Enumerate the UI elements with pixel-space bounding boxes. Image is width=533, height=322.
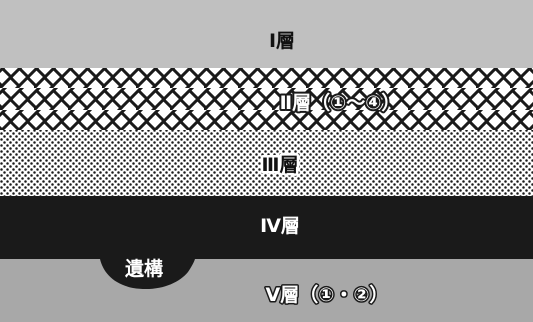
layer-3-band — [0, 130, 533, 196]
layer-5-band — [0, 259, 533, 322]
feature-label: 遺構 — [125, 257, 163, 280]
feature-pit — [100, 259, 195, 290]
layer-5-label: Ⅴ層（①・②） — [266, 283, 389, 306]
layer-2-band — [0, 68, 533, 130]
layer-2-label: Ⅱ層（①～④） — [280, 91, 401, 114]
layer-1-label: Ⅰ層 — [269, 30, 295, 52]
layer-3-label: Ⅲ層 — [262, 154, 299, 176]
layer-4-label: Ⅳ層 — [260, 215, 300, 237]
layer-1-band — [0, 0, 533, 68]
layer-4-band — [0, 196, 533, 259]
